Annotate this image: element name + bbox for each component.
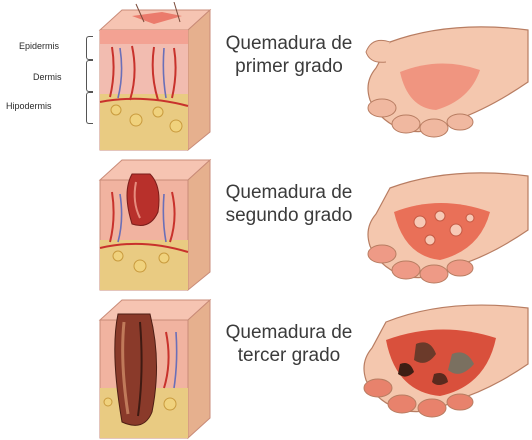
caption-first-degree-line2: primer grado — [214, 55, 364, 78]
label-dermis: Dermis — [33, 72, 62, 82]
label-hipodermis: Hipodermis — [6, 101, 52, 111]
skin-section-first-degree — [92, 2, 217, 152]
skin-section-third-degree — [92, 292, 217, 440]
hand-first-degree — [360, 12, 530, 142]
skin-section-second-degree — [92, 152, 217, 292]
caption-second-degree: Quemadura de segundo grado — [214, 181, 364, 227]
label-epidermis: Epidermis — [19, 41, 59, 51]
hand-second-degree — [360, 160, 530, 288]
caption-first-degree-line1: Quemadura de — [214, 32, 364, 55]
caption-third-degree-line2: tercer grado — [214, 344, 364, 367]
hand-third-degree — [356, 294, 530, 422]
caption-second-degree-line2: segundo grado — [214, 204, 364, 227]
caption-second-degree-line1: Quemadura de — [214, 181, 364, 204]
caption-first-degree: Quemadura de primer grado — [214, 32, 364, 78]
caption-third-degree-line1: Quemadura de — [214, 321, 364, 344]
caption-third-degree: Quemadura de tercer grado — [214, 321, 364, 367]
